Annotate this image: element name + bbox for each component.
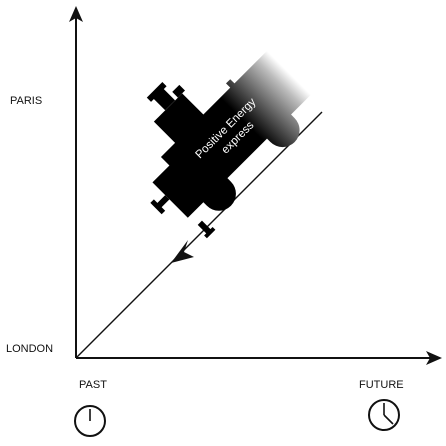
y-axis-arrowhead-icon (69, 6, 83, 22)
future-clock-icon (368, 399, 400, 431)
x-axis-arrowhead-icon (426, 351, 442, 365)
past-clock-icon (74, 405, 106, 437)
world-line (76, 111, 323, 358)
x-axis (76, 351, 442, 365)
future-label: FUTURE (359, 379, 404, 391)
y-axis (69, 6, 83, 358)
direction-arrow-icon (171, 240, 194, 263)
paris-label: PARIS (10, 95, 42, 107)
london-label: LONDON (6, 343, 53, 355)
train-locomotive: Positive Energy express (146, 50, 311, 239)
past-label: PAST (79, 379, 107, 391)
